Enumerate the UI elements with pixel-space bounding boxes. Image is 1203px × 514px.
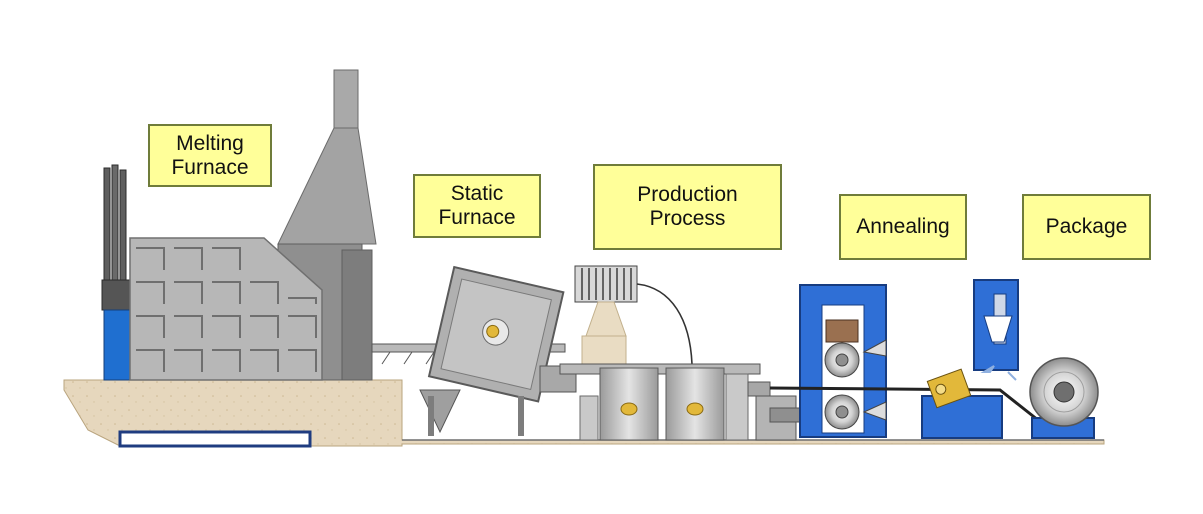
coiler-station [921, 279, 1019, 439]
label-melting-line2: Furnace [171, 155, 249, 179]
control-panel [118, 430, 312, 448]
metal-strip [769, 386, 1039, 422]
label-melting-line1: Melting [176, 131, 244, 155]
electrode-base [103, 309, 131, 381]
label-package: Package [1022, 194, 1151, 260]
annealing-mill [799, 284, 887, 438]
label-static-line2: Furnace [438, 206, 516, 229]
label-annealing-text: Annealing [856, 215, 950, 238]
melting-furnace [101, 69, 377, 381]
production-process-line [559, 265, 803, 441]
label-static-furnace: Static Furnace [413, 174, 541, 238]
static-furnace [419, 265, 577, 436]
label-production-line2: Process [649, 207, 726, 230]
label-production-line1: Production [637, 183, 738, 206]
label-production-process: Production Process [593, 164, 782, 250]
label-package-text: Package [1045, 215, 1128, 238]
spool-unit [574, 265, 638, 303]
label-annealing: Annealing [839, 194, 967, 260]
package-coil [1029, 357, 1099, 439]
label-static-line1: Static [450, 182, 504, 205]
ground [63, 379, 1105, 448]
label-melting-furnace: Melting Furnace [148, 124, 272, 187]
